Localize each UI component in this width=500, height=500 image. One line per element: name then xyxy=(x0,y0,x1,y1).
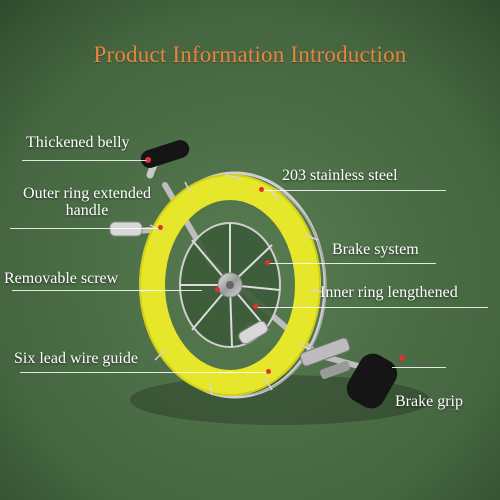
side-roller-left xyxy=(109,221,143,237)
leader-line-removable-screw xyxy=(12,290,202,291)
leader-line-brake-system xyxy=(268,263,436,264)
callout-outer-ring-line1: Outer ring extended xyxy=(23,185,151,202)
callout-thickened-belly: Thickened belly xyxy=(26,134,130,151)
marker-stainless-steel xyxy=(259,187,264,192)
leader-line-inner-ring xyxy=(256,307,488,308)
page-title: Product Information Introduction xyxy=(93,42,407,67)
marker-inner-ring xyxy=(253,304,258,309)
top-handle-grip xyxy=(140,140,190,168)
callout-stainless-steel: 203 stainless steel xyxy=(282,167,398,184)
marker-thickened-belly xyxy=(146,157,151,162)
marker-removable-screw xyxy=(215,287,220,292)
brake-mechanism xyxy=(299,337,351,379)
yellow-cable-coil-edge xyxy=(139,174,321,396)
callout-brake-system: Brake system xyxy=(332,241,419,258)
callout-six-lead: Six lead wire guide xyxy=(14,350,138,367)
callout-brake-grip: Brake grip xyxy=(395,393,463,410)
yellow-cable-coil xyxy=(139,174,321,396)
callout-outer-ring-line2: handle xyxy=(65,202,109,219)
marker-six-lead xyxy=(266,369,271,374)
leader-line-stainless-steel xyxy=(262,190,446,191)
callout-removable-screw: Removable screw xyxy=(4,270,119,287)
brake-grip-marker xyxy=(399,355,405,361)
leader-line-outer-ring xyxy=(10,228,160,229)
marker-brake-system xyxy=(265,260,270,265)
leader-line-six-lead xyxy=(20,372,268,373)
callout-outer-ring: Outer ring extended handle xyxy=(2,185,172,219)
leader-line-brake-grip xyxy=(392,367,446,368)
brake-grip-handle xyxy=(346,353,398,409)
side-roller-bottom xyxy=(238,320,269,345)
callout-inner-ring: Inner ring lengthened xyxy=(320,284,458,301)
marker-outer-ring xyxy=(158,225,163,230)
hub-screw xyxy=(226,281,234,289)
cage-ribs xyxy=(139,174,325,396)
leader-line-thickened-belly xyxy=(22,160,148,161)
